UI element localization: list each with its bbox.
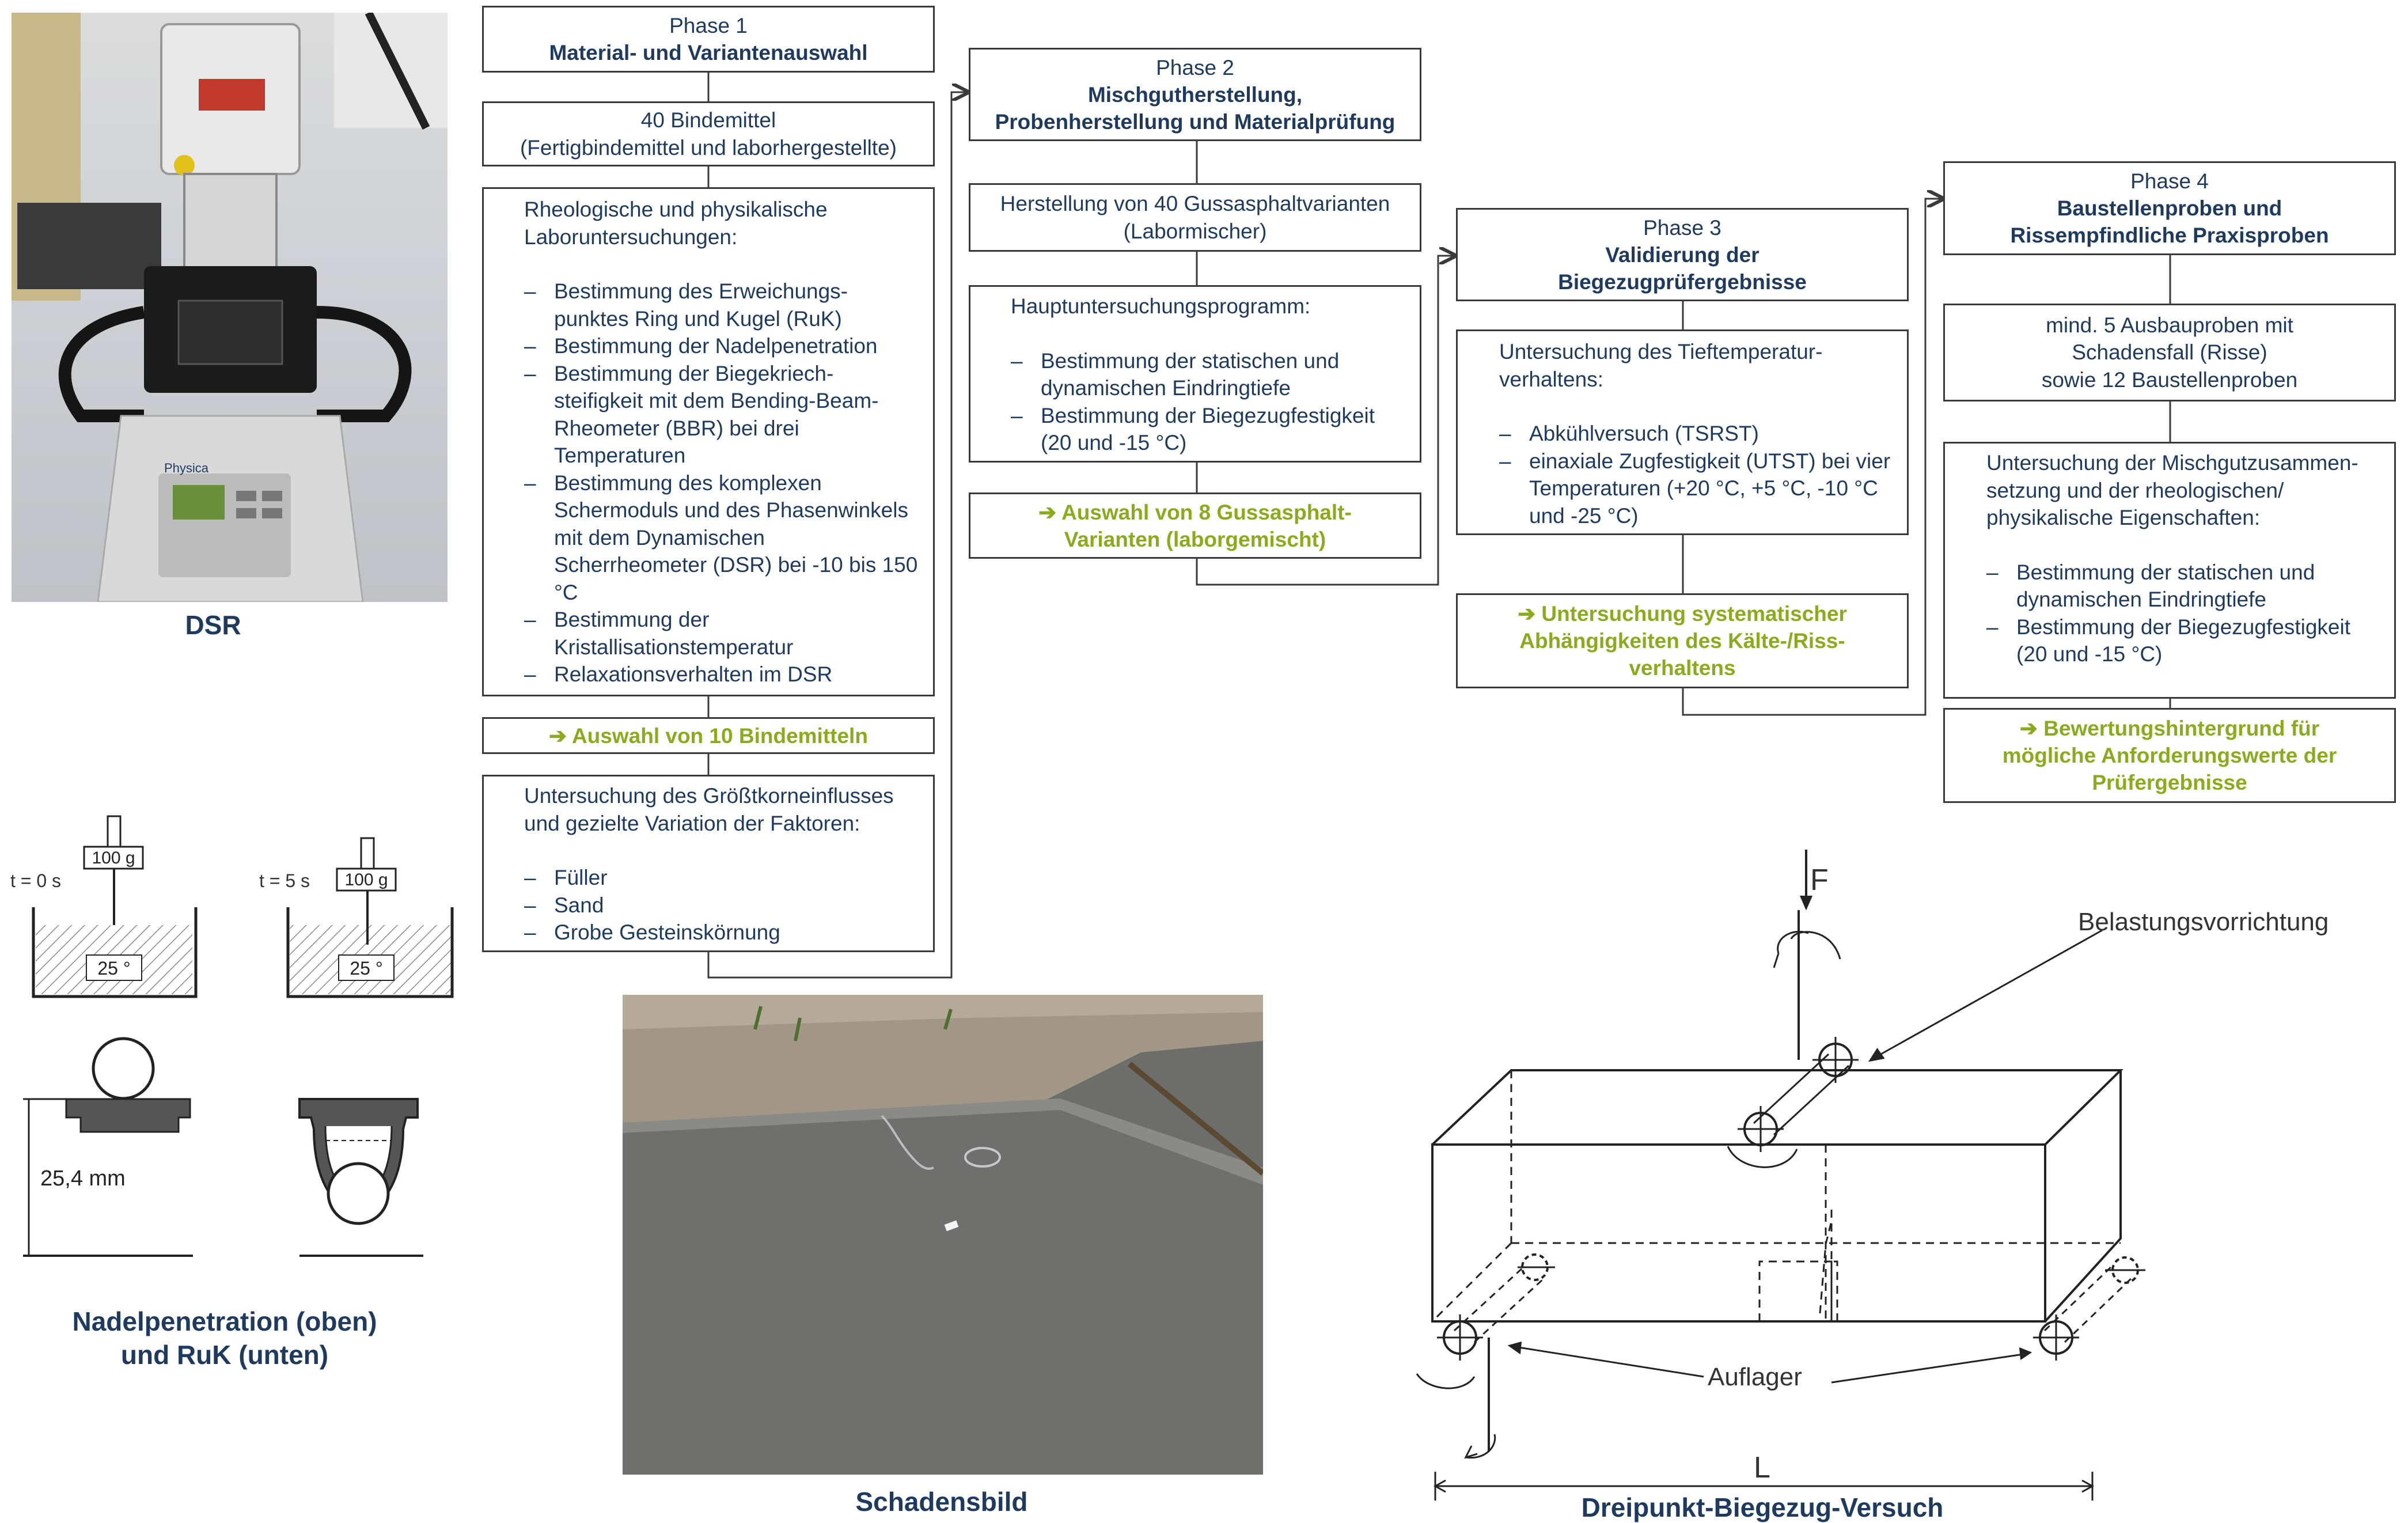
list-item: Füller xyxy=(524,864,922,892)
list-item: Bestimmung der Biegezugfestigkeit (20 un… xyxy=(1011,402,1408,457)
dsr-photo: Physica xyxy=(12,13,448,602)
phase2-title: Phase 2 xyxy=(1156,55,1234,79)
phase1-rheology-box: Rheologische und physikalische Laborunte… xyxy=(482,187,935,696)
list-item: Bestimmung der statischen und dynamische… xyxy=(1986,559,2383,613)
phase4-result-box: ➔ Bewertungshintergrund für mögliche Anf… xyxy=(1943,708,2396,803)
phase2-subtitle-2: Probenherstellung und Materialprüfung xyxy=(995,109,1395,134)
damage-caption: Schadensbild xyxy=(855,1487,1028,1517)
phase2-result-text: ➔ Auswahl von 8 Gussasphalt- xyxy=(1038,500,1352,524)
rheology-title-2: Laboruntersuchungen: xyxy=(524,225,738,249)
phase4-title: Phase 4 xyxy=(2130,169,2209,193)
penetration-caption-1: Nadelpenetration (oben) xyxy=(72,1306,377,1336)
dsr-brand-text: Physica xyxy=(164,461,209,475)
damage-photo xyxy=(623,995,1263,1475)
phase4-result-text: ➔ Bewertungshintergrund für xyxy=(2019,717,2320,740)
list-item: Bestimmung der Biegekriech-steifigkeit m… xyxy=(524,360,922,469)
phase1-result-text: ➔ Auswahl von 10 Bindemitteln xyxy=(549,723,868,748)
phase4-subtitle: Baustellenproben und xyxy=(2057,196,2282,220)
phase3-title: Phase 3 xyxy=(1643,215,1721,240)
dsr-caption: DSR xyxy=(185,610,241,640)
temp-label-1: 25 ° xyxy=(97,958,130,979)
penetration-caption: Nadelpenetration (oben) und RuK (unten) xyxy=(35,1305,415,1372)
analysis-list: Bestimmung der statischen und dynamische… xyxy=(1986,559,2383,668)
t5-label: t = 5 s xyxy=(259,870,310,891)
temp-label-2: 25 ° xyxy=(350,958,382,979)
phase4-samples-box: mind. 5 Ausbauproben mit Schadensfall (R… xyxy=(1943,304,2396,401)
dsr-device-drawing: Physica xyxy=(12,13,448,602)
phase1-title: Phase 1 xyxy=(669,14,748,37)
samples-text-2: Schadensfall (Risse) xyxy=(2072,340,2267,365)
ring-and-ball: 25,4 mm xyxy=(23,1037,423,1257)
phase2-production-box: Herstellung von 40 Gussasphaltvarianten … xyxy=(969,183,1421,252)
samples-text: mind. 5 Ausbauproben mit xyxy=(2046,313,2293,337)
phase2-result-text-2: Varianten (laborgemischt) xyxy=(1064,527,1326,551)
phase3-result-text-3: verhaltens xyxy=(1629,656,1736,680)
analysis-title: Untersuchung der Mischgutzusammen-setzun… xyxy=(1986,451,2358,529)
phase1-header: Phase 1 Material- und Variantenauswahl xyxy=(482,6,935,73)
penetration-t5: t = 5 s 100 g 25 ° xyxy=(259,837,454,998)
phase3-result-text: ➔ Untersuchung systematischer xyxy=(1518,602,1847,626)
list-item: einaxiale Zugfestigkeit (UTST) bei vier … xyxy=(1499,448,1895,530)
list-item: Abkühlversuch (TSRST) xyxy=(1499,420,1895,448)
penetration-diagram: t = 0 s 100 g 25 ° t = 5 s 100 g 25 ° 25… xyxy=(10,815,454,1257)
weight-label-1: 100 g xyxy=(92,848,135,867)
phase4-subtitle-2: Rissempfindliche Praxisproben xyxy=(2010,223,2329,247)
phase4-result-text-2: mögliche Anforderungswerte der xyxy=(2002,744,2337,767)
binder-type-text: (Fertigbindemittel und laborhergestellte… xyxy=(519,135,897,160)
loading-device-label: Belastungsvorrichtung xyxy=(2078,908,2329,936)
production-text: Herstellung von 40 Gussasphaltvarianten xyxy=(1000,192,1390,215)
rheology-title: Rheologische und physikalische xyxy=(524,198,828,221)
lowtemp-list: Abkühlversuch (TSRST) einaxiale Zugfesti… xyxy=(1499,420,1895,529)
list-item: Sand xyxy=(524,892,922,919)
dimension-label: 25,4 mm xyxy=(40,1166,126,1191)
damage-photo-drawing xyxy=(623,995,1263,1475)
phase3-lowtemp-box: Untersuchung des Tieftemperatur- verhalt… xyxy=(1456,329,1909,535)
length-label: L xyxy=(1754,1451,1770,1484)
list-item: Bestimmung der statischen und dynamische… xyxy=(1011,347,1408,402)
grain-list: Füller Sand Grobe Gesteinskörnung xyxy=(524,864,922,946)
phase2-header: Phase 2 Mischgutherstellung, Probenherst… xyxy=(969,48,1421,141)
grain-title-2: und gezielte Variation der Faktoren: xyxy=(524,811,860,835)
grain-title: Untersuchung des Größtkorneinflusses xyxy=(524,784,894,808)
binder-count-text: 40 Bindemittel xyxy=(640,108,776,132)
phase3-result-box: ➔ Untersuchung systematischer Abhängigke… xyxy=(1456,593,1909,688)
weight-label-2: 100 g xyxy=(344,870,388,889)
phase4-header: Phase 4 Baustellenproben und Rissempfind… xyxy=(1943,161,2396,255)
main-program-title: Hauptuntersuchungsprogramm: xyxy=(1011,294,1311,318)
phase1-subtitle: Material- und Variantenauswahl xyxy=(549,41,868,65)
list-item: Relaxationsverhalten im DSR xyxy=(524,661,922,688)
phase1-result-box: ➔ Auswahl von 10 Bindemitteln xyxy=(482,717,935,754)
samples-text-3: sowie 12 Baustellenproben xyxy=(2041,368,2298,392)
list-item: Bestimmung der Nadelpenetration xyxy=(524,332,922,360)
bending-caption: Dreipunkt-Biegezug-Versuch xyxy=(1581,1492,1944,1522)
production-text-2: (Labormischer) xyxy=(1123,219,1267,243)
list-item: Bestimmung der Biegezugfestigkeit (20 un… xyxy=(1986,613,2383,668)
penetration-t0: t = 0 s 100 g 25 ° xyxy=(10,815,198,998)
phase3-header: Phase 3 Validierung der Biegezugprüferge… xyxy=(1456,208,1909,301)
phase3-subtitle: Validierung der xyxy=(1605,243,1759,267)
main-program-list: Bestimmung der statischen und dynamische… xyxy=(1011,347,1408,457)
phase4-result-text-3: Prüfergebnisse xyxy=(2092,771,2247,794)
bending-test-diagram: F Belastungsvorrichtung Auflager L xyxy=(1416,850,2329,1501)
penetration-caption-2: und RuK (unten) xyxy=(120,1340,329,1370)
support-label: Auflager xyxy=(1708,1363,1802,1391)
phase1-binder-box: 40 Bindemittel (Fertigbindemittel und la… xyxy=(482,101,935,166)
lowtemp-title: Untersuchung des Tieftemperatur- xyxy=(1499,340,1823,363)
phase2-subtitle: Mischgutherstellung, xyxy=(1087,82,1303,107)
phase3-subtitle-2: Biegezugprüfergebnisse xyxy=(1558,270,1807,294)
phase3-result-text-2: Abhängigkeiten des Kälte-/Riss- xyxy=(1519,629,1845,653)
phase2-result-box: ➔ Auswahl von 8 Gussasphalt- Varianten (… xyxy=(969,492,1421,559)
phase2-main-box: Hauptuntersuchungsprogramm: Bestimmung d… xyxy=(969,285,1421,463)
t0-label: t = 0 s xyxy=(10,870,61,891)
phase4-analysis-box: Untersuchung der Mischgutzusammen-setzun… xyxy=(1943,442,2396,699)
force-label: F xyxy=(1810,863,1829,897)
phase1-grain-box: Untersuchung des Größtkorneinflusses und… xyxy=(482,775,935,952)
list-item: Bestimmung des Erweichungs-punktes Ring … xyxy=(524,278,922,332)
lowtemp-title-2: verhaltens: xyxy=(1499,367,1603,391)
list-item: Bestimmung des komplexen Schermoduls und… xyxy=(524,469,922,607)
list-item: Bestimmung der Kristallisationstemperatu… xyxy=(524,606,922,661)
rheology-list: Bestimmung des Erweichungs-punktes Ring … xyxy=(524,278,922,688)
list-item: Grobe Gesteinskörnung xyxy=(524,919,922,946)
